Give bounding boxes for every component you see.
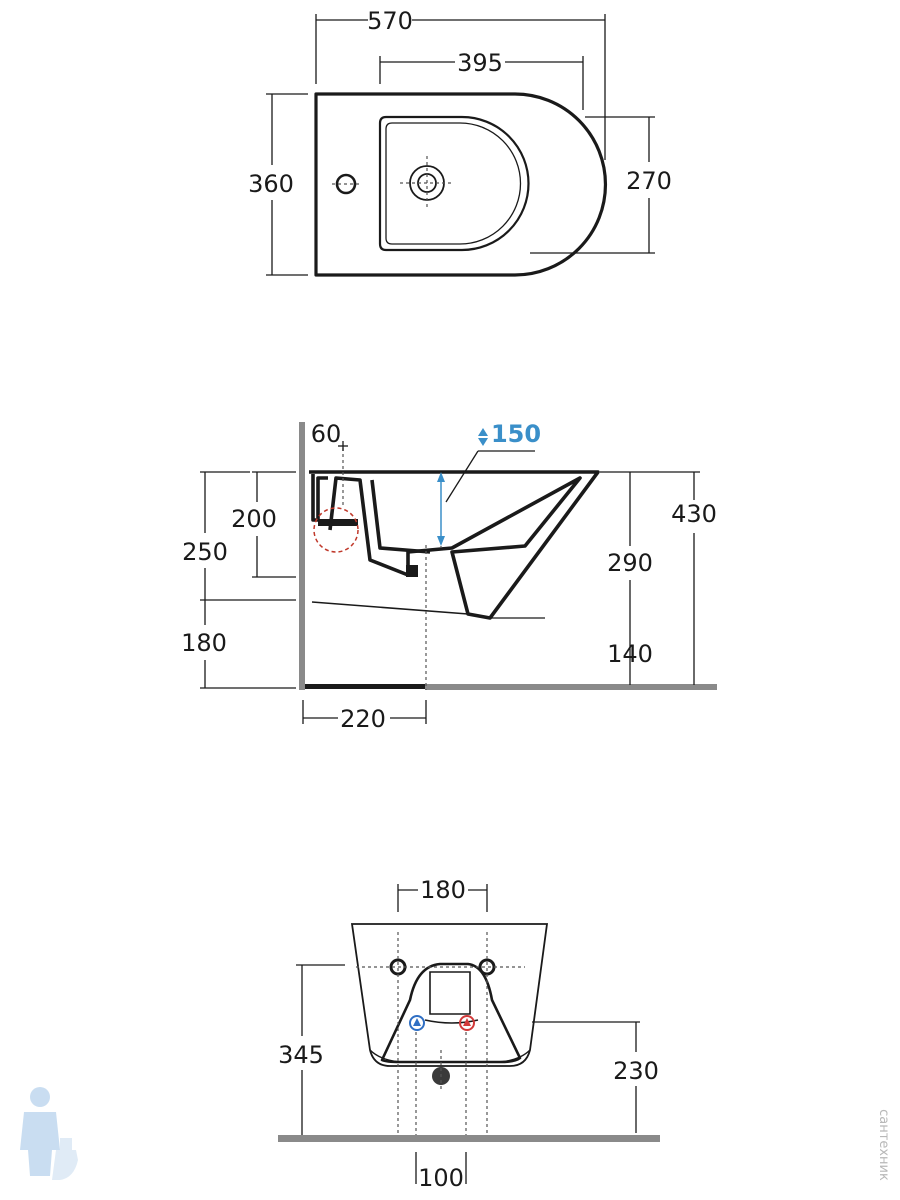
dim-total-height: 430 (671, 500, 717, 528)
watermark-text: сантехник (876, 1109, 891, 1181)
floor-right (425, 684, 717, 690)
dim-bolt-height: 345 (278, 1041, 324, 1069)
rear-outline (350, 923, 549, 1067)
floor-left (305, 684, 425, 689)
dim-overall-length: 570 (367, 7, 413, 35)
dim-drain-spacing: 100 (418, 1164, 464, 1192)
dim-overall-width: 360 (248, 170, 294, 198)
dim-wall-offset: 60 (311, 420, 342, 448)
dim-adjust-range: 150 (491, 420, 541, 448)
dim-base-offset: 140 (607, 640, 653, 668)
wall (299, 422, 305, 690)
detail-circle (313, 507, 359, 553)
top-bowl-inner (385, 122, 522, 245)
side-view: 60 150 200 250 180 220 290 (181, 420, 717, 733)
dim-bowl-length: 395 (457, 49, 503, 77)
dim-projection-to-drain: 220 (340, 705, 386, 733)
top-bowl (378, 115, 530, 252)
rear-view: 180 345 230 100 (278, 876, 660, 1192)
top-view: 570 395 360 270 (248, 7, 672, 277)
cold-supply-icon (409, 1015, 425, 1031)
rear-frame (380, 962, 522, 1064)
dim-floor-to-base: 180 (181, 629, 227, 657)
top-outline (314, 92, 608, 277)
dim-rim-height: 290 (607, 549, 653, 577)
side-outline (309, 470, 600, 620)
hot-supply-icon (459, 1015, 475, 1031)
dim-bolt-spacing: 180 (420, 876, 466, 904)
dim-fixing-height: 250 (182, 538, 228, 566)
plumber-logo (20, 1087, 78, 1180)
dim-supply-height: 200 (231, 505, 277, 533)
rear-floor (278, 1135, 660, 1142)
tap-hole-icon (335, 173, 357, 195)
dim-bowl-width: 270 (626, 167, 672, 195)
dim-supply-height-rear: 230 (613, 1057, 659, 1085)
